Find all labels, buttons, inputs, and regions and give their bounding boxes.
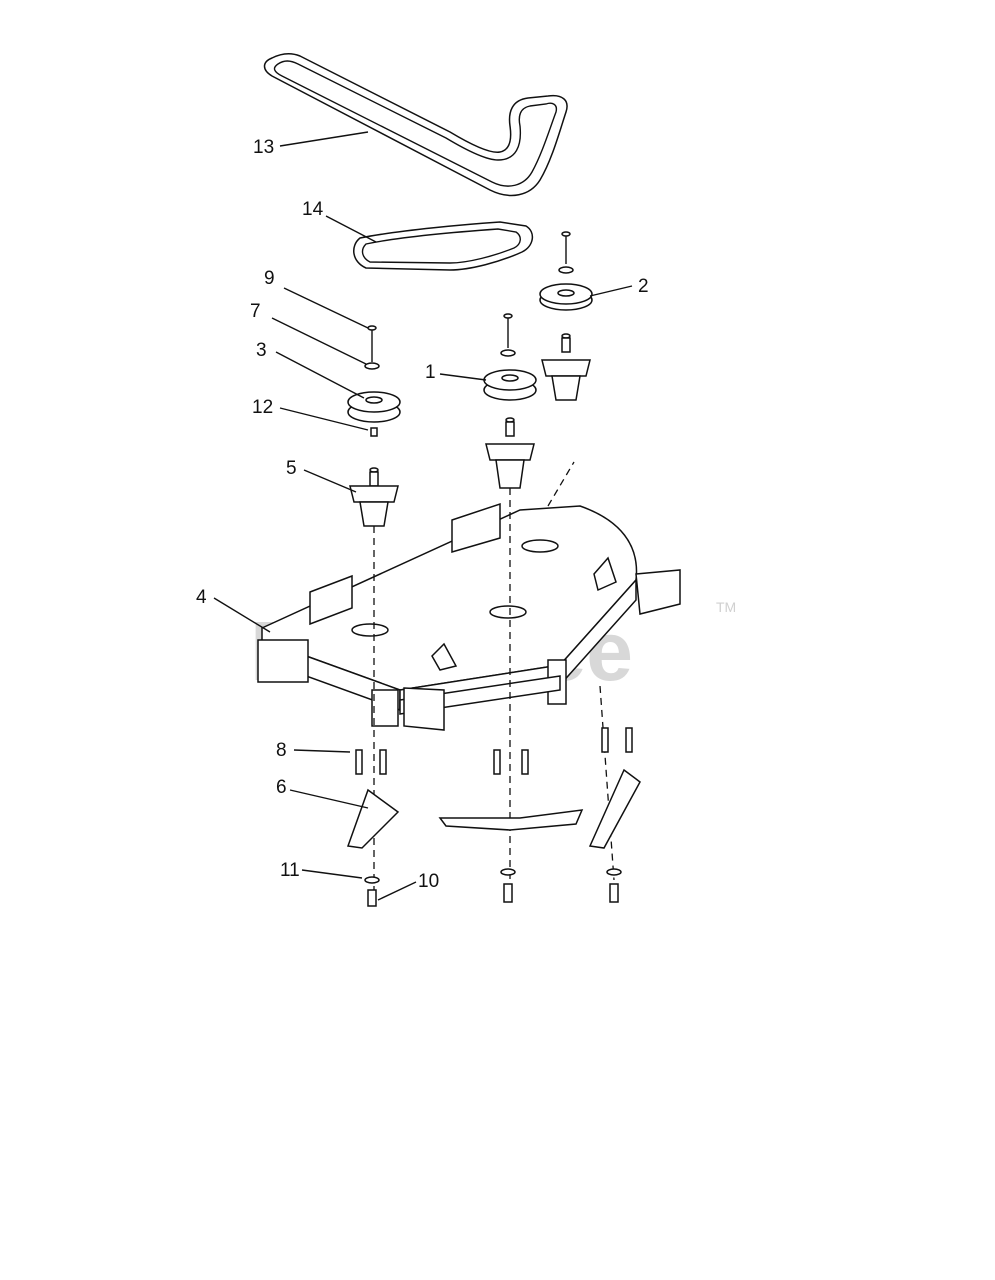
bolts-10[interactable] [367,883,619,907]
callout-10: 10 [418,871,439,892]
spindle-center[interactable] [485,417,535,489]
washers-11[interactable] [364,868,622,884]
blade-6-left[interactable] [346,788,400,849]
blade-6-center[interactable] [438,809,584,831]
callout-14: 14 [302,199,324,220]
bolt-right-top[interactable] [558,231,574,274]
leader-lines [213,131,633,901]
belt-14[interactable] [353,221,534,271]
bolt-9[interactable] [367,325,377,362]
pulley-2[interactable] [539,283,593,311]
callout-9: 9 [264,268,275,289]
spindle-right[interactable] [541,333,591,401]
callout-5: 5 [286,458,297,479]
callout-2: 2 [638,276,649,297]
bolt-center-top[interactable] [500,313,516,357]
callout-4: 4 [196,587,207,608]
callout-13: 13 [253,137,274,158]
spindle-5[interactable] [349,467,399,527]
pulley-1[interactable] [483,369,537,401]
callout-6: 6 [276,777,287,798]
key-12[interactable] [370,427,378,437]
callout-12: 12 [252,397,273,418]
callout-3: 3 [256,340,267,361]
watermark-trademark: TM [716,599,736,615]
callout-11: 11 [280,860,300,881]
callout-1: 1 [425,362,436,383]
mower-deck-4[interactable] [257,502,681,731]
pulley-3[interactable] [347,391,401,423]
blade-bolts-8[interactable] [355,727,633,775]
blade-6-right[interactable] [588,768,641,849]
belt-13[interactable] [263,53,568,197]
callout-8: 8 [276,740,287,761]
washer-7[interactable] [364,362,380,370]
callout-7: 7 [250,301,261,322]
